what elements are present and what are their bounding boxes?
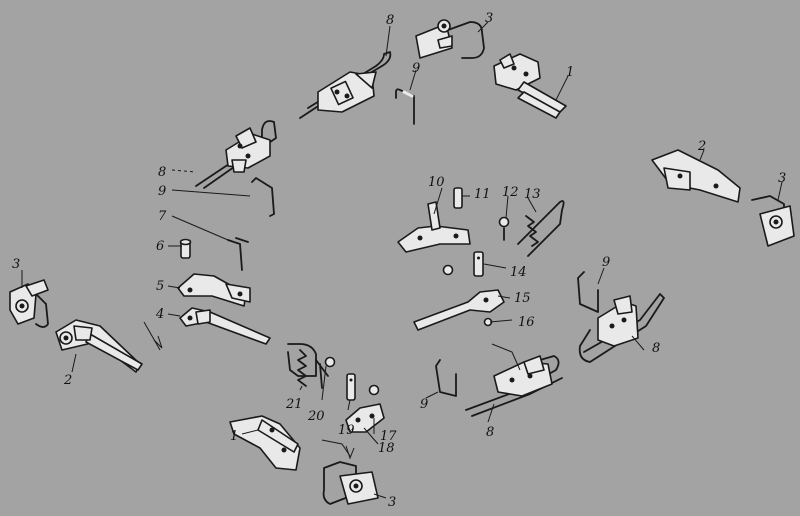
part-9-right-staple bbox=[577, 271, 599, 313]
label-19: 19 bbox=[338, 423, 355, 438]
part-9-bottom-staple bbox=[435, 359, 457, 397]
label-16: 16 bbox=[518, 315, 535, 330]
label-4: 4 bbox=[155, 307, 164, 322]
label-9: 9 bbox=[412, 61, 420, 76]
part-5-bracket bbox=[177, 273, 251, 307]
part-8-bottom-lock bbox=[465, 355, 563, 417]
label-7: 7 bbox=[158, 209, 167, 224]
label-12: 12 bbox=[502, 185, 519, 200]
part-8-right-lock bbox=[578, 293, 665, 363]
label-10: 10 bbox=[428, 175, 445, 190]
part-9-left-staple bbox=[251, 177, 275, 217]
part-nut-2 bbox=[442, 264, 454, 276]
part-nut bbox=[324, 356, 336, 368]
part-12-screw bbox=[498, 216, 510, 241]
part-3-bottom-hinge bbox=[322, 461, 379, 505]
part-20-spring bbox=[297, 349, 307, 387]
part-washer bbox=[368, 384, 380, 396]
label-1: 1 bbox=[566, 65, 574, 80]
part-4-lever bbox=[179, 307, 271, 345]
part-labels: 8 3 1 9 8 9 7 6 5 4 3 2 10 11 12 13 14 1… bbox=[12, 11, 786, 510]
part-8-top-lock bbox=[299, 51, 392, 119]
assembly-lines bbox=[21, 21, 783, 499]
label-8: 8 bbox=[486, 425, 494, 440]
label-20: 20 bbox=[307, 409, 325, 424]
part-2-right-hasp bbox=[651, 149, 741, 203]
part-6-pin bbox=[179, 238, 192, 259]
part-1-top-hasp bbox=[493, 53, 567, 119]
label-15: 15 bbox=[514, 291, 531, 306]
label-17: 17 bbox=[380, 429, 397, 444]
label-8: 8 bbox=[386, 13, 394, 28]
part-21-frame bbox=[287, 343, 329, 389]
label-11: 11 bbox=[474, 187, 491, 202]
label-9: 9 bbox=[602, 255, 610, 270]
label-3: 3 bbox=[388, 495, 396, 510]
part-9-top-staple bbox=[395, 88, 415, 125]
label-3: 3 bbox=[485, 11, 493, 26]
part-3-top-hinge bbox=[415, 19, 485, 59]
label-14: 14 bbox=[510, 265, 527, 280]
label-3: 3 bbox=[12, 257, 20, 272]
label-5: 5 bbox=[156, 279, 164, 294]
label-2: 2 bbox=[63, 373, 72, 388]
part-3-left-hinge bbox=[9, 279, 49, 328]
label-6: 6 bbox=[156, 239, 164, 254]
part-14-pin bbox=[473, 251, 484, 277]
label-8: 8 bbox=[158, 165, 166, 180]
label-9: 9 bbox=[420, 397, 428, 412]
label-1: 1 bbox=[230, 429, 238, 444]
label-2: 2 bbox=[697, 139, 706, 154]
part-2-left-hasp bbox=[55, 319, 143, 373]
part-3-right-hinge bbox=[751, 195, 795, 247]
part-1-bottom-hasp bbox=[229, 415, 301, 471]
part-11-pin bbox=[453, 187, 463, 209]
label-8: 8 bbox=[652, 341, 660, 356]
label-18: 18 bbox=[378, 441, 395, 456]
part-19-pin bbox=[346, 373, 356, 401]
part-15-lever bbox=[413, 289, 505, 331]
part-13-spring-frame bbox=[517, 200, 565, 257]
part-7-rod bbox=[227, 237, 249, 271]
part-8-left-lock bbox=[195, 120, 277, 189]
label-21: 21 bbox=[285, 397, 303, 412]
part-10-bracket bbox=[397, 201, 471, 253]
label-3: 3 bbox=[778, 171, 786, 186]
label-13: 13 bbox=[524, 187, 541, 202]
label-9: 9 bbox=[158, 184, 166, 199]
